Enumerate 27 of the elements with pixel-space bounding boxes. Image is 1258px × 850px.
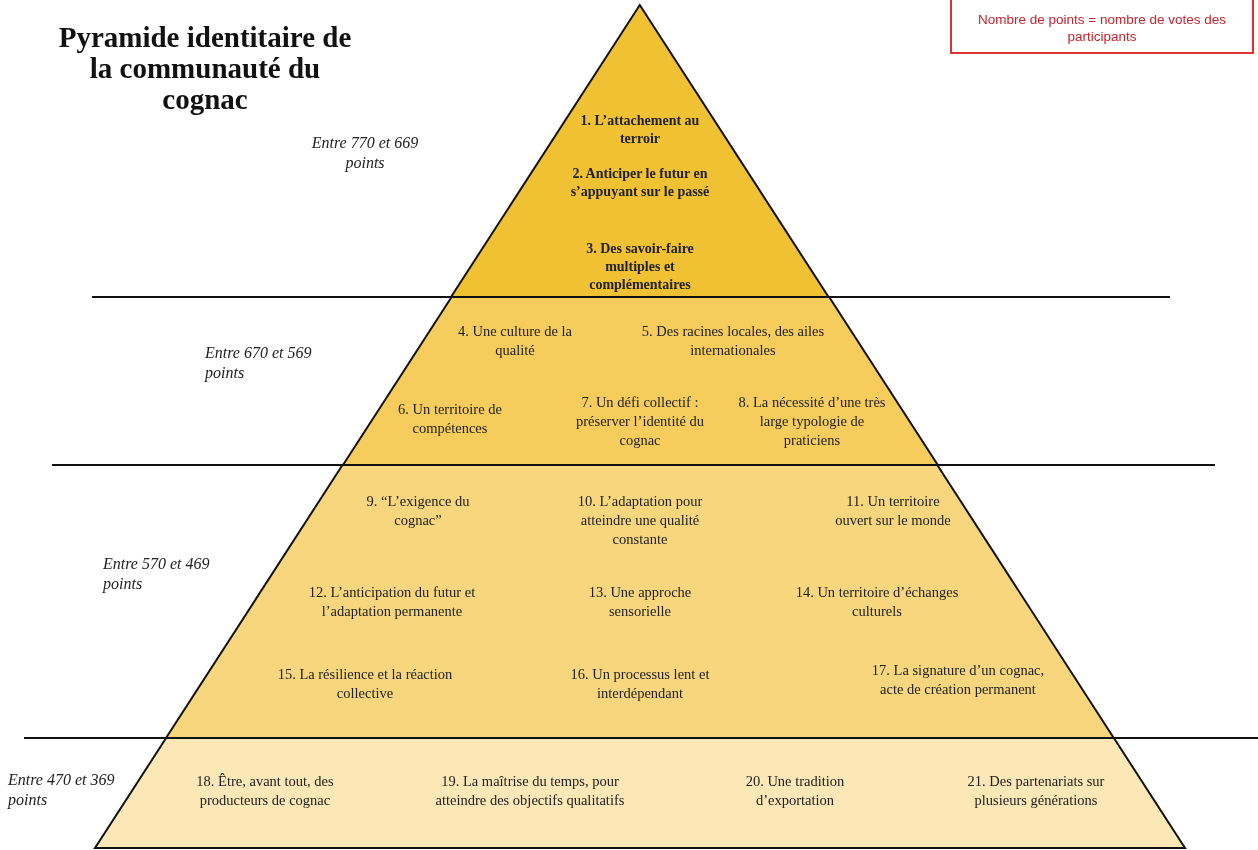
points-range-label: Entre 670 et 569 points [205, 343, 313, 383]
pyramid-item-text: 2. Anticiper le futur en s’appuyant sur le passé [569, 165, 711, 201]
pyramid-item-text: 16. Un processus lent et interdépendant [569, 665, 711, 703]
pyramid-item-text: 13. Une approche sensorielle [587, 583, 693, 621]
pyramid-item-text: 6. Un territoire de compétences [397, 400, 503, 438]
pyramid-item-text: 15. La résilience et la réaction collective [276, 665, 454, 703]
points-range-label: Entre 770 et 669 points [310, 133, 420, 173]
pyramid-item-text: 10. L’adaptation pour atteindre une qualité constante [576, 492, 704, 549]
pyramid-item-text: 17. La signature d’un cognac, acte de création permanent [870, 661, 1046, 699]
pyramid-item-text: 12. L’anticipation du futur et l’adaptation permanente [307, 583, 477, 621]
pyramid-item-text: 19. La maîtrise du temps, pour atteindre des objectifs qualitatifs [434, 772, 626, 810]
pyramid-item-text: 8. La nécessité d’une très large typologie de praticiens [737, 393, 887, 450]
points-range-label: Entre 470 et 369 points [8, 770, 116, 810]
note-box: Nombre de points = nombre de votes des participants [950, 0, 1254, 54]
pyramid-item-text: 20. Une tradition d’exportation [744, 772, 846, 810]
diagram-title: Pyramide identitaire de la communauté du cognac [57, 22, 353, 115]
pyramid-item-text: 21. Des partenariats sur plusieurs générations [966, 772, 1106, 810]
pyramid-item-text: 18. Être, avant tout, des producteurs de cognac [195, 772, 335, 810]
pyramid-item-text: 7. Un défi collectif : préserver l’identité du cognac [574, 393, 705, 450]
pyramid-item-text: 4. Une culture de la qualité [457, 322, 573, 360]
pyramid-item-text: 5. Des racines locales, des ailes internationales [640, 322, 826, 360]
pyramid-item-text: 1. L’attachement au terroir [579, 112, 701, 148]
points-range-label: Entre 570 et 469 points [103, 554, 211, 594]
pyramid-item-text: 3. Des savoir-faire multiples et complémentaires [585, 240, 695, 294]
pyramid-item-text: 9. “L’exigence du cognac” [365, 492, 471, 530]
pyramid-item-text: 14. Un territoire d’échanges culturels [794, 583, 960, 621]
pyramid-item-text: 11. Un territoire ouvert sur le monde [834, 492, 952, 530]
